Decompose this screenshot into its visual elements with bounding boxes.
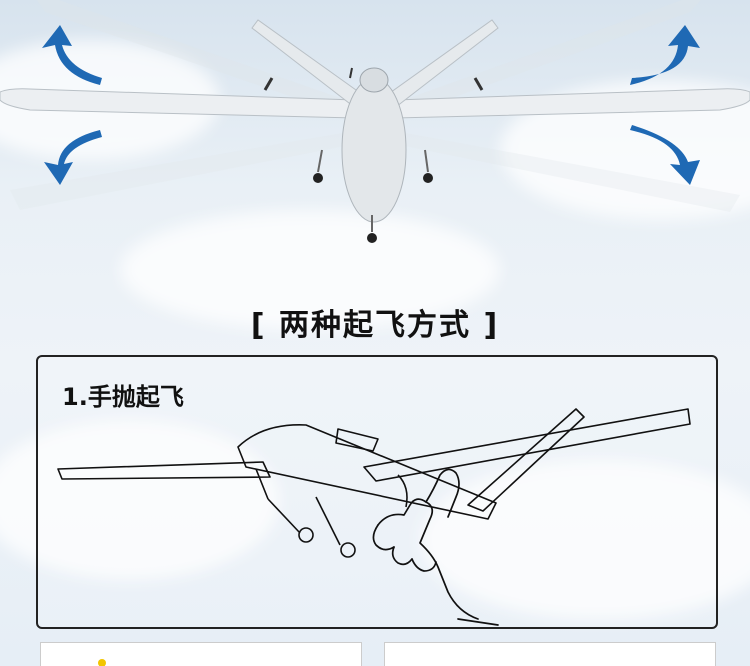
hero-drone-illustration	[0, 0, 750, 243]
wing-motion-ghost	[10, 0, 740, 212]
hand-launch-label: 1.手抛起飞	[62, 383, 184, 411]
hand-launch-panel: 1.手抛起飞	[36, 355, 718, 629]
hand-launch-illustration	[57, 408, 691, 626]
accent-dot	[98, 659, 106, 666]
drone-line-art	[57, 408, 691, 558]
drone-body	[0, 19, 750, 243]
method-card	[40, 642, 362, 666]
curved-arrow-icon	[42, 25, 700, 185]
hand-line-art	[372, 468, 499, 626]
section-title: [ 两种起飞方式 ]	[250, 308, 500, 343]
method-card	[384, 642, 716, 666]
